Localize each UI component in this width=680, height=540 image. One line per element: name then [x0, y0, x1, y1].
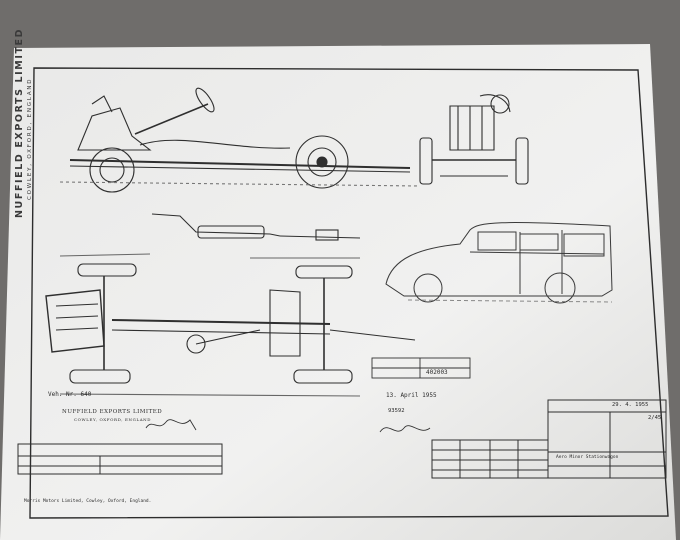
bottom-left-address: Morris Motors Limited, Cowley, Oxford, E…: [24, 499, 152, 504]
front-view-chassis: [419, 94, 529, 185]
stamp-company: NUFFIELD EXPORTS LIMITED: [62, 409, 163, 415]
stamp-address: COWLEY, OXFORD, ENGLAND: [74, 417, 152, 422]
exhaust-system: [151, 213, 361, 241]
reference-small-number: 93592: [388, 408, 405, 414]
document-number: 402003: [426, 369, 448, 376]
vehicle-number: Veh. Nr. 640: [48, 391, 92, 398]
side-view-chassis: [59, 87, 421, 193]
date-top: 29. 4. 1955: [612, 402, 649, 408]
company-address: COWLEY, OXFORD, ENGLAND: [27, 77, 33, 200]
reference-number: 2/45: [648, 415, 662, 421]
company-vertical-title: NUFFIELD EXPORTS LIMITED COWLEY, OXFORD,…: [14, 28, 33, 218]
stamp-date: 13. April 1955: [386, 392, 437, 399]
company-name: NUFFIELD EXPORTS LIMITED: [14, 27, 25, 218]
title-block-text: Aero Minor Stationwagon: [556, 455, 619, 460]
car-body-elevation: [385, 222, 613, 304]
plan-view-chassis: [45, 253, 416, 397]
title-block: [17, 399, 667, 479]
stamp-box: [371, 357, 471, 379]
signatures: [145, 419, 431, 433]
